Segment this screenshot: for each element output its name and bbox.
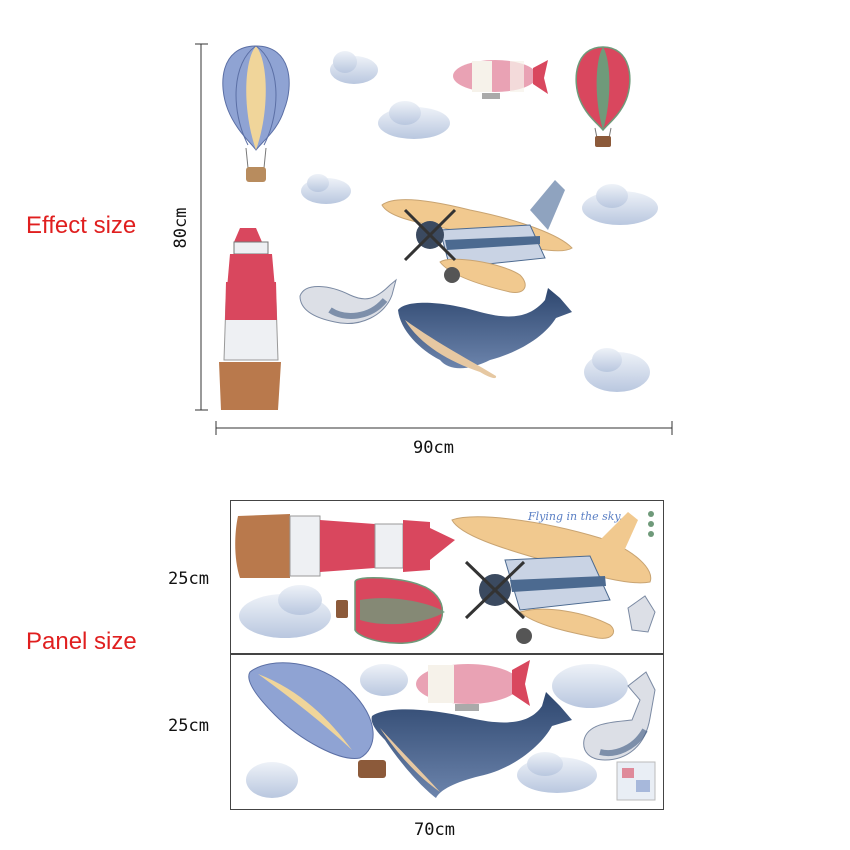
effect-dimension-lines <box>195 43 673 435</box>
hot-air-balloon-green-icon <box>575 46 631 147</box>
panel-sperm-whale-icon <box>583 671 656 761</box>
airship-icon <box>453 60 548 99</box>
panel-preview-thumbnail-icon <box>616 761 656 801</box>
panel-lighthouse-icon <box>235 514 455 578</box>
flying-in-the-sky-text: Flying in the sky. <box>528 510 623 523</box>
biplane-icon <box>381 180 573 294</box>
panel-biplane-icon <box>451 512 652 644</box>
panel-humpback-whale-icon <box>371 692 572 798</box>
panel-width-dimension: 70cm <box>414 820 455 840</box>
hot-air-balloon-blue-icon <box>222 45 290 182</box>
panel-small-whale-tail-icon <box>627 595 656 633</box>
sperm-whale-icon <box>299 278 397 324</box>
panel-airship-icon <box>416 660 530 711</box>
effect-size-label: Effect size <box>26 212 137 239</box>
cloud-icon <box>301 51 658 392</box>
panel-row2-height-dimension: 25cm <box>168 716 209 736</box>
panel-hot-air-balloon-green-icon <box>336 576 445 644</box>
effect-width-dimension: 90cm <box>413 438 454 458</box>
lighthouse-icon <box>219 228 281 410</box>
panel-hot-air-balloon-blue-icon <box>248 662 386 778</box>
panel-cloud-icon <box>239 585 628 798</box>
panel-size-label: Panel size <box>26 628 137 655</box>
panel-small-dots-icon <box>648 511 654 537</box>
humpback-whale-icon <box>398 288 572 379</box>
panel-row1-height-dimension: 25cm <box>168 569 209 589</box>
